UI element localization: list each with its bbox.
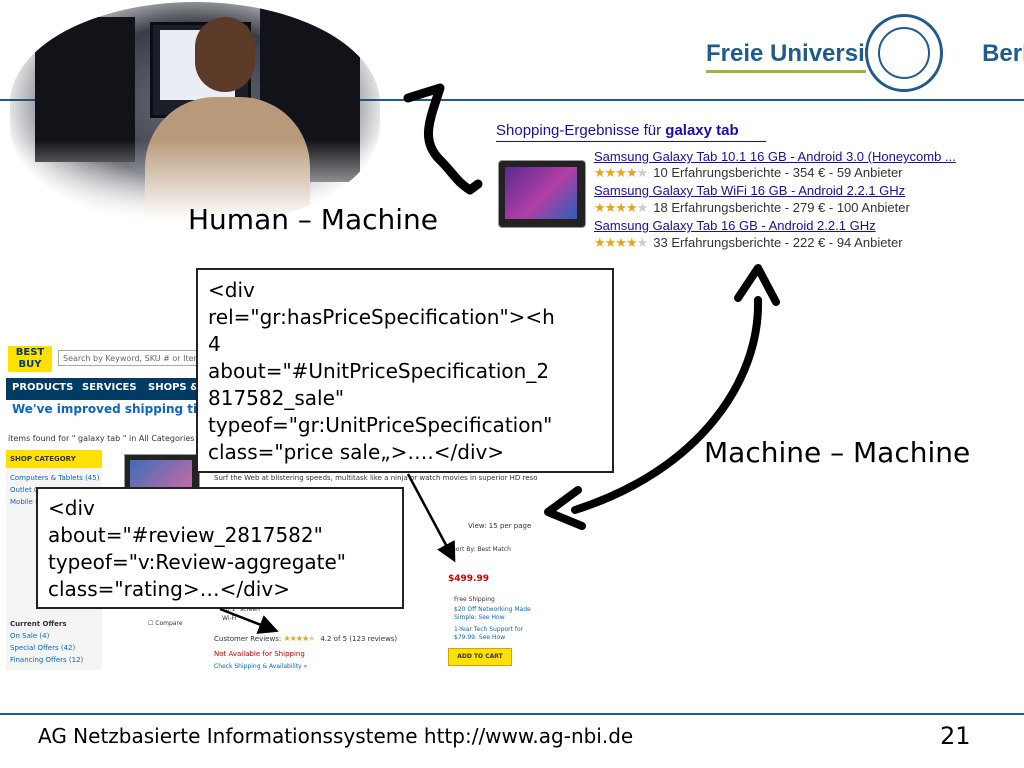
review-pointer-arrow bbox=[219, 607, 279, 634]
header-divider bbox=[0, 99, 1024, 101]
logo-right-text: Berlin bbox=[982, 40, 1024, 67]
shopping-result-title[interactable]: Samsung Galaxy Tab 10.1 16 GB - Android … bbox=[594, 149, 956, 164]
not-available-shipping: Not Available for Shipping bbox=[214, 650, 305, 658]
shopping-result-meta: ★★★★★33 Erfahrungsberichte - 222 € - 94 … bbox=[594, 235, 903, 250]
rdfa-review-code-box: <div about="#review_2817582" typeof="v:R… bbox=[36, 487, 404, 609]
nav-shops[interactable]: SHOPS & DE bbox=[148, 382, 218, 393]
sort-select[interactable]: Sort By: Best Match bbox=[452, 546, 511, 553]
shopping-result-meta: ★★★★★10 Erfahrungsberichte - 354 € - 59 … bbox=[594, 165, 903, 180]
shopping-result-title[interactable]: Samsung Galaxy Tab WiFi 16 GB - Android … bbox=[594, 183, 906, 198]
sidebar-heading: Current Offers bbox=[10, 620, 67, 628]
sidebar-item[interactable]: Computers & Tablets (45) bbox=[10, 474, 100, 482]
view-select[interactable]: View: 15 per page bbox=[468, 522, 532, 530]
customer-reviews[interactable]: Customer Reviews: ★★★★★4.2 of 5 (123 rev… bbox=[214, 634, 398, 643]
code-line: typeof="gr:UnitPriceSpecification" bbox=[208, 413, 553, 437]
code-line: <div bbox=[208, 278, 255, 302]
code-line: 4 bbox=[208, 332, 221, 356]
sidebar-item[interactable]: Mobile Pho bbox=[10, 498, 49, 506]
code-line: <div bbox=[48, 496, 95, 520]
nav-products[interactable]: PRODUCTS bbox=[12, 382, 74, 393]
machine-machine-arrow bbox=[571, 296, 763, 514]
code-line: class="price sale„>….</div> bbox=[208, 440, 505, 464]
offer-link[interactable]: Simple: See How bbox=[454, 614, 505, 621]
sidebar-item[interactable]: Financing Offers (12) bbox=[10, 656, 84, 664]
shopping-result-title[interactable]: Samsung Galaxy Tab 16 GB - Android 2.2.1… bbox=[594, 218, 876, 233]
code-line: 817582_sale" bbox=[208, 386, 345, 410]
logo-underline bbox=[706, 70, 866, 73]
code-line: rel="gr:hasPriceSpecification"><h bbox=[208, 305, 555, 329]
compare-checkbox[interactable]: ☐ Compare bbox=[148, 620, 183, 627]
items-found-text: items found for " galaxy tab " in All Ca… bbox=[8, 434, 195, 443]
product-price: $499.99 bbox=[448, 574, 489, 584]
page-number: 21 bbox=[940, 722, 971, 750]
footer-divider bbox=[0, 713, 1024, 715]
product-description: Surf the Web at blistering speeds, multi… bbox=[214, 474, 538, 482]
logo-left-text: Freie Universität bbox=[706, 40, 895, 67]
code-line: typeof="v:Review-aggregate" bbox=[48, 550, 346, 574]
shopping-results-panel: Shopping-Ergebnisse für galaxy tab Samsu… bbox=[496, 112, 1016, 250]
code-line: class="rating>…</div> bbox=[48, 577, 290, 601]
rating-stars-icon: ★★★★★ bbox=[594, 165, 648, 180]
photo-fade bbox=[0, 140, 390, 240]
rating-stars-icon: ★★★★★ bbox=[594, 235, 648, 250]
spec-screen: 10.1" screen bbox=[222, 606, 260, 613]
shipping-promo[interactable]: We've improved shipping times bbox=[12, 402, 225, 416]
shopping-result-meta: ★★★★★18 Erfahrungsberichte - 279 € - 100… bbox=[594, 200, 910, 215]
code-line: about="#UnitPriceSpecification_2 bbox=[208, 359, 550, 383]
sidebar-item[interactable]: On Sale (4) bbox=[10, 632, 50, 640]
sidebar-item[interactable]: Special Offers (42) bbox=[10, 644, 76, 652]
price-pointer-arrow bbox=[406, 473, 456, 563]
code-line: about="#review_2817582" bbox=[48, 523, 323, 547]
add-to-cart-button[interactable]: ADD TO CART bbox=[448, 648, 512, 666]
offer-free-shipping: Free Shipping bbox=[454, 596, 495, 603]
rdfa-price-code-box: <div rel="gr:hasPriceSpecification"><h 4… bbox=[196, 268, 614, 473]
machine-machine-label: Machine – Machine bbox=[704, 436, 971, 469]
rating-stars-icon: ★★★★★ bbox=[283, 634, 315, 643]
sidebar-item[interactable]: Outlet Cen bbox=[10, 486, 48, 494]
university-seal-icon bbox=[865, 14, 943, 92]
rating-stars-icon: ★★★★★ bbox=[594, 200, 648, 215]
nav-services[interactable]: SERVICES bbox=[82, 382, 137, 393]
human-machine-label: Human – Machine bbox=[188, 203, 438, 236]
check-availability-link[interactable]: Check Shipping & Availability » bbox=[214, 663, 308, 670]
offer-link[interactable]: $79.99: See How bbox=[454, 634, 506, 641]
bestbuy-logo[interactable]: BEST BUY bbox=[8, 346, 52, 372]
human-machine-connector bbox=[403, 83, 483, 195]
spec-wifi: Wi-Fi bbox=[222, 615, 237, 622]
offer-link[interactable]: $20 Off Networking Made bbox=[454, 606, 531, 613]
shop-category-header: SHOP CATEGORY bbox=[6, 450, 102, 468]
footer-text: AG Netzbasierte Informationssysteme http… bbox=[38, 724, 634, 748]
shopping-results-title[interactable]: Shopping-Ergebnisse für galaxy tab bbox=[496, 122, 739, 139]
offer-link[interactable]: 1-Year Tech Support for bbox=[454, 626, 524, 633]
fu-berlin-logo: Freie Universität Berlin bbox=[706, 40, 1024, 68]
